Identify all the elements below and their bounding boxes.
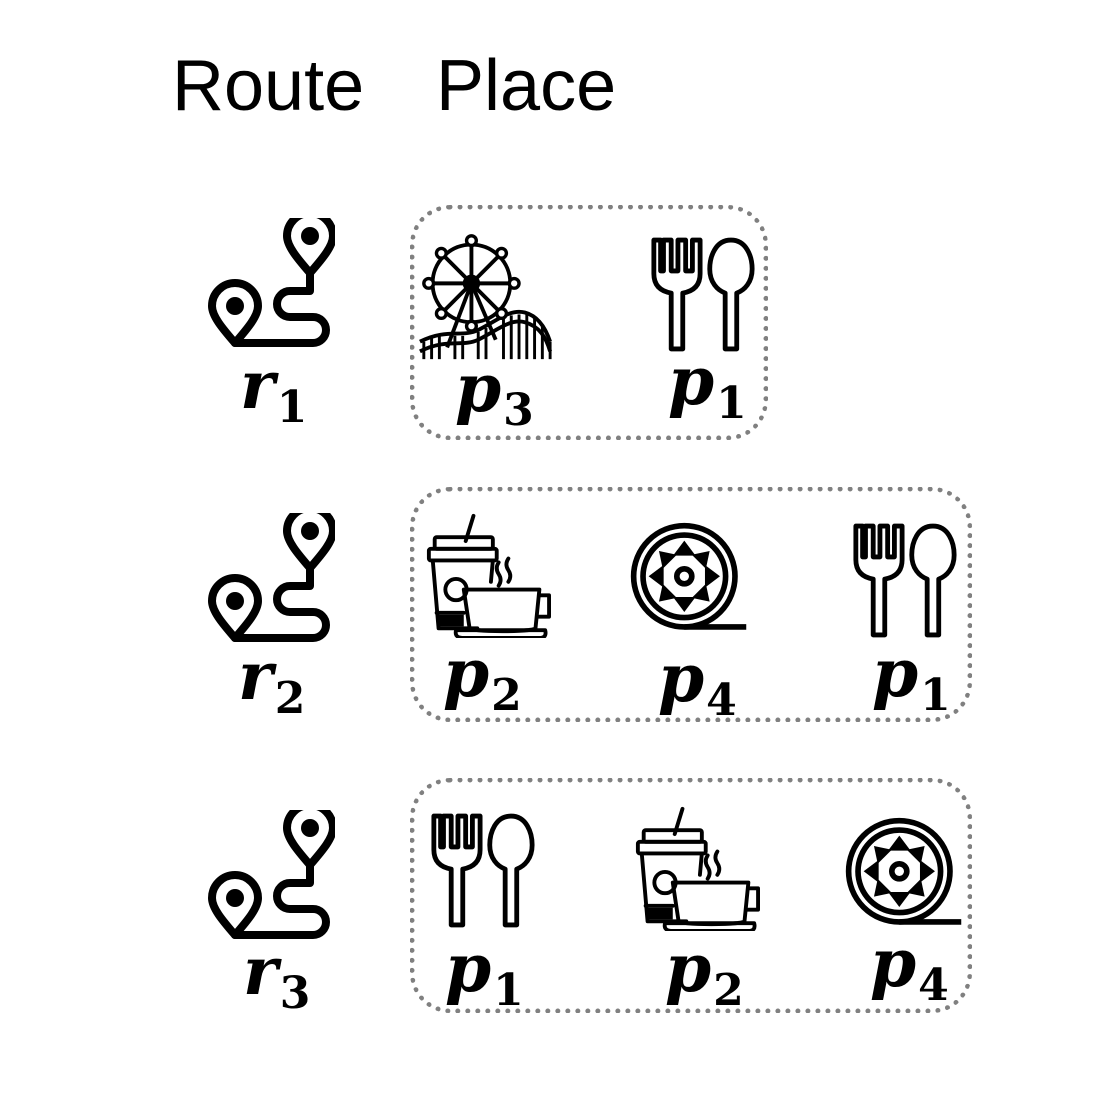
place-label: p4	[658, 645, 737, 723]
place-group-r1	[410, 205, 768, 440]
fork-spoon-icon	[852, 522, 958, 640]
place-label-main: p	[658, 639, 705, 717]
film-reel-icon	[628, 520, 750, 642]
place-label-sub: 2	[713, 965, 744, 1016]
place-label-sub: 1	[920, 670, 951, 721]
route-icon	[205, 218, 335, 348]
place-group-r2	[410, 487, 972, 722]
ferris-wheel-icon	[418, 230, 554, 362]
place-label-sub: 4	[706, 675, 737, 726]
route-header: Route	[172, 46, 365, 126]
place-label: p1	[872, 640, 951, 718]
place-label: p4	[870, 930, 949, 1008]
route-label-r2: r2	[238, 643, 305, 721]
place-label-sub: 2	[491, 670, 522, 721]
fork-spoon-icon	[430, 812, 536, 930]
place-label: p2	[443, 640, 522, 718]
place-label-main: p	[445, 929, 492, 1007]
place-label-main: p	[455, 349, 502, 427]
route-label-sub: 3	[279, 968, 311, 1019]
route-label-main: r	[238, 637, 273, 715]
place-label-main: p	[872, 634, 919, 712]
fork-spoon-icon	[650, 236, 756, 354]
route-label-sub: 2	[274, 673, 306, 724]
place-label: p2	[665, 935, 744, 1013]
coffee-icon	[634, 805, 760, 931]
film-reel-icon	[843, 815, 965, 937]
place-label: p1	[668, 348, 747, 426]
route-label-sub: 1	[276, 382, 308, 433]
place-header: Place	[436, 46, 617, 126]
route-label-r3: r3	[243, 938, 310, 1016]
place-label: p3	[455, 355, 534, 433]
place-label-sub: 4	[918, 960, 949, 1011]
place-label-sub: 1	[493, 965, 524, 1016]
place-label-main: p	[665, 929, 712, 1007]
place-label-sub: 3	[503, 385, 534, 436]
coffee-icon	[425, 512, 551, 638]
route-icon	[205, 810, 335, 940]
route-label-r1: r1	[240, 352, 307, 430]
route-icon	[205, 513, 335, 643]
route-label-main: r	[243, 932, 278, 1010]
route-label-main: r	[240, 346, 275, 424]
place-label-main: p	[668, 342, 715, 420]
place-label-main: p	[443, 634, 490, 712]
place-group-r3	[410, 778, 972, 1013]
place-label-sub: 1	[716, 378, 747, 429]
place-label: p1	[445, 935, 524, 1013]
place-label-main: p	[870, 924, 917, 1002]
